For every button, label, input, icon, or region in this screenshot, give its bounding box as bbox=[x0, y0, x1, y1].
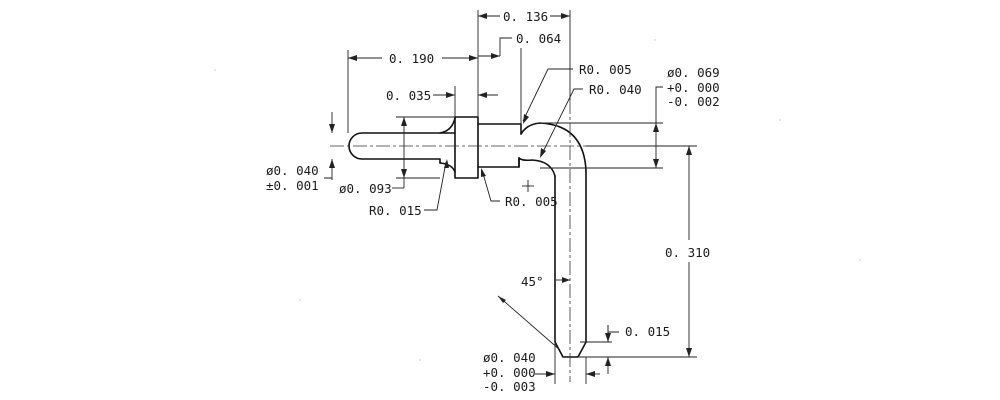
dim-0190-label: 0. 190 bbox=[389, 51, 434, 66]
dim-r040: R0. 040 bbox=[540, 82, 642, 158]
dim-45deg: 45° bbox=[497, 274, 570, 351]
dia-0093-label: ø0. 093 bbox=[339, 181, 392, 196]
dim-0035-label: 0. 035 bbox=[386, 88, 431, 103]
dia-0040-bottom-label: ø0. 040 bbox=[483, 350, 536, 365]
dia-0040-left-label: ø0. 040 bbox=[266, 163, 319, 178]
dim-r005-bottom: R0. 005 bbox=[481, 168, 558, 209]
dim-0190: 0. 190 bbox=[347, 50, 478, 133]
r005-bottom-label: R0. 005 bbox=[505, 194, 558, 209]
part-outline bbox=[348, 116, 587, 358]
dim-0310-label: 0. 310 bbox=[665, 245, 710, 260]
dim-0136-label: 0. 136 bbox=[503, 9, 548, 24]
body bbox=[477, 123, 522, 135]
dim-r005-top: R0. 005 bbox=[522, 62, 632, 124]
dia-0040-left-tol: ±0. 001 bbox=[266, 178, 319, 193]
dia-0040-bottom-tol-plus: +0. 000 bbox=[483, 365, 536, 380]
dim-0035: 0. 035 bbox=[386, 86, 498, 117]
r015-label: R0. 015 bbox=[369, 203, 422, 218]
dim-r015: R0. 015 bbox=[369, 159, 449, 218]
r040-label: R0. 040 bbox=[589, 82, 642, 97]
left-pin bbox=[348, 132, 456, 164]
dim-0015: 0. 015 bbox=[580, 324, 670, 374]
dim-0136: 0. 136 bbox=[477, 9, 571, 117]
collar bbox=[454, 116, 479, 179]
centerlines bbox=[330, 100, 640, 382]
vertical-leg bbox=[554, 170, 587, 358]
angle-45-label: 45° bbox=[521, 274, 544, 289]
dim-dia-0069: ø0. 069 +0. 000 -0. 002 bbox=[540, 65, 720, 169]
r005-top-label: R0. 005 bbox=[579, 62, 632, 77]
dim-0064-label: 0. 064 bbox=[516, 31, 561, 46]
dia-0069-tol-minus: -0. 002 bbox=[667, 94, 720, 109]
dia-0040-bottom-tol-minus: -0. 003 bbox=[483, 379, 536, 394]
bend-inner bbox=[518, 157, 556, 177]
dim-dia-0040-left: ø0. 040 ±0. 001 bbox=[266, 112, 335, 193]
dim-dia-0040-bottom: ø0. 040 +0. 000 -0. 003 bbox=[483, 342, 600, 394]
dim-0310: 0. 310 bbox=[578, 145, 710, 358]
dim-0064: 0. 064 bbox=[478, 31, 561, 124]
paper-noise bbox=[214, 39, 861, 361]
dim-0015-label: 0. 015 bbox=[625, 324, 670, 339]
dim-dia-0093: ø0. 093 bbox=[339, 116, 455, 196]
dia-0069-tol-plus: +0. 000 bbox=[667, 80, 720, 95]
dia-0069-label: ø0. 069 bbox=[667, 65, 720, 80]
